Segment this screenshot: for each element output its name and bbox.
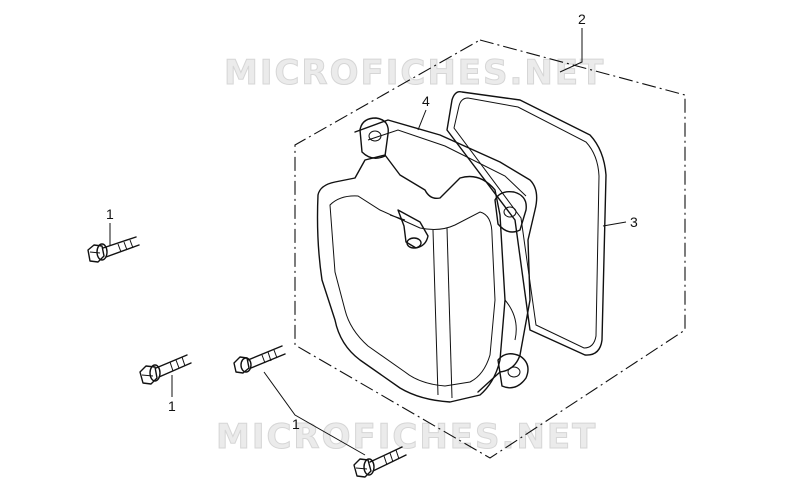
bolt-middle [139,354,192,385]
bolt-center [233,345,286,374]
callout-bolt-middle: 1 [168,398,176,414]
callout-cover: 4 [422,93,430,109]
callout-assembly: 2 [578,11,586,27]
gasket [446,90,607,356]
callout-bolt-lower: 1 [292,416,300,432]
watermark-top: MICROFICHES.NET [224,53,605,93]
watermark-bottom: MICROFICHES.NET [216,417,597,457]
bolt-upper [87,236,140,263]
callout-bolt-upper: 1 [106,206,114,222]
callout-gasket: 3 [630,214,638,230]
leader-lines [109,28,627,456]
bolt-lower [353,446,407,478]
valve-cover [316,117,538,403]
assembly-boundary [294,39,686,459]
